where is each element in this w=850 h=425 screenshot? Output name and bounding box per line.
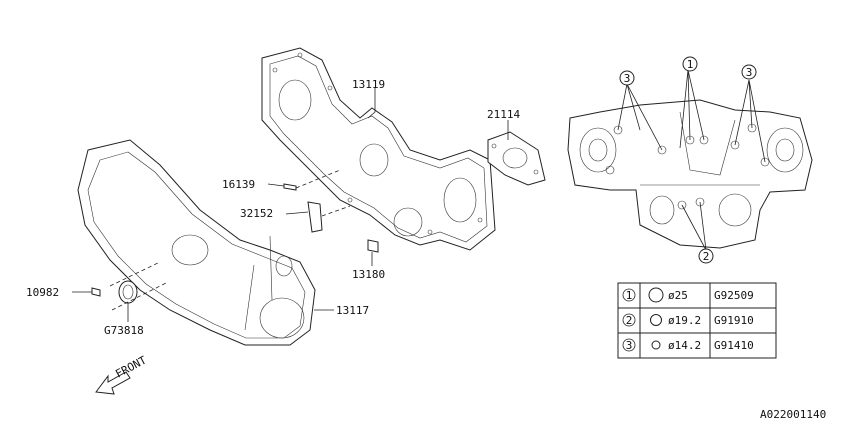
front-direction-arrow: FRONT <box>95 353 149 395</box>
plug-10982 <box>91 287 101 297</box>
callout-G73818[interactable]: G73818 <box>104 303 144 337</box>
callout-16139[interactable]: 16139 <box>222 178 285 191</box>
svg-text:13117: 13117 <box>336 304 369 317</box>
svg-text:G91910: G91910 <box>714 314 754 327</box>
svg-text:ø14.2: ø14.2 <box>668 339 701 352</box>
oring-spec-table: 1 ø25 G92509 2 ø19.2 G91910 3 ø14.2 G914… <box>617 282 777 359</box>
svg-text:1: 1 <box>626 289 633 302</box>
engine-block-oring-locations <box>567 99 813 249</box>
svg-text:3: 3 <box>746 66 753 79</box>
svg-text:3: 3 <box>626 339 633 352</box>
diagram-id: A022001140 <box>760 408 826 421</box>
svg-text:21114: 21114 <box>487 108 520 121</box>
svg-text:G91410: G91410 <box>714 339 754 352</box>
water-pump-gasket <box>487 131 546 186</box>
svg-text:13119: 13119 <box>352 78 385 91</box>
svg-text:13180: 13180 <box>352 268 385 281</box>
front-timing-cover <box>77 139 316 346</box>
svg-text:FRONT: FRONT <box>113 353 149 380</box>
svg-text:3: 3 <box>624 72 631 85</box>
callout-21114[interactable]: 21114 <box>487 108 520 140</box>
marker-1: 1 <box>682 56 698 72</box>
svg-text:ø25: ø25 <box>668 289 688 302</box>
marker-2: 2 <box>698 248 714 264</box>
marker-3-right: 3 <box>741 64 757 80</box>
timing-belt-cover-gasket <box>261 47 496 251</box>
callout-13119[interactable]: 13119 <box>352 78 385 119</box>
marker-3-left: 3 <box>619 70 635 86</box>
callout-10982[interactable]: 10982 <box>26 286 92 299</box>
svg-text:2: 2 <box>703 250 710 263</box>
svg-text:10982: 10982 <box>26 286 59 299</box>
table-row: 1 ø25 G92509 <box>622 287 754 303</box>
plug-13180 <box>367 239 379 253</box>
svg-text:G92509: G92509 <box>714 289 754 302</box>
svg-text:G73818: G73818 <box>104 324 144 337</box>
table-row: 2 ø19.2 G91910 <box>622 313 754 327</box>
sensor-32152 <box>307 201 323 233</box>
callout-13117[interactable]: 13117 <box>314 304 369 317</box>
svg-text:16139: 16139 <box>222 178 255 191</box>
table-row: 3 ø14.2 G91410 <box>622 338 754 352</box>
svg-text:ø19.2: ø19.2 <box>668 314 701 327</box>
marker-leaders <box>617 69 766 251</box>
assembly-guides <box>109 169 351 311</box>
svg-text:1: 1 <box>687 58 694 71</box>
callout-32152[interactable]: 32152 <box>240 207 309 220</box>
bolt-16139 <box>283 183 297 191</box>
callout-13180[interactable]: 13180 <box>352 252 385 281</box>
svg-text:2: 2 <box>626 314 633 327</box>
svg-text:32152: 32152 <box>240 207 273 220</box>
oil-seal-G73818 <box>118 280 138 304</box>
